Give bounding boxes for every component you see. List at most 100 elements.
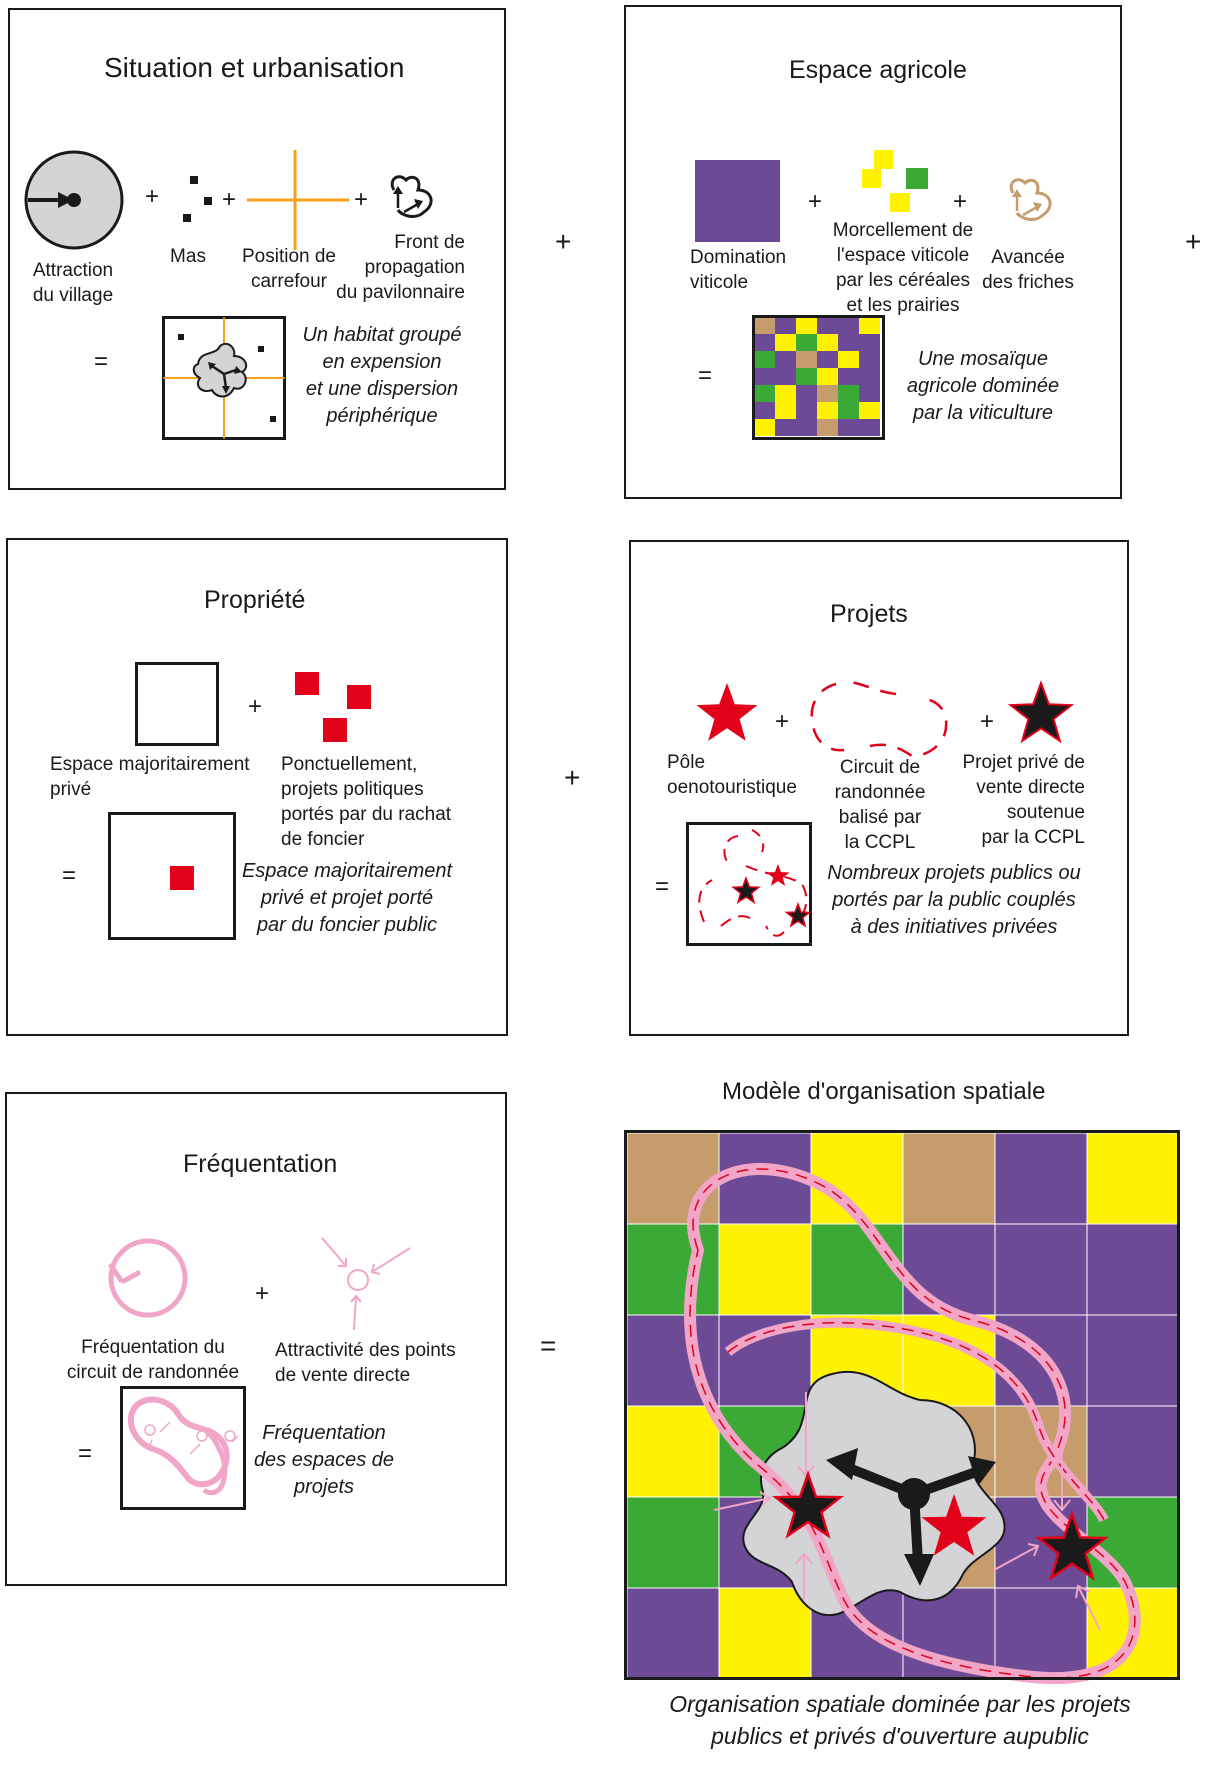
pole-oenotouristique-star — [696, 683, 758, 741]
mosaic-cell — [775, 419, 796, 436]
mosaic-cell — [775, 351, 796, 368]
projet-prive-star — [1007, 680, 1075, 744]
mas-icon — [183, 176, 212, 222]
mosaic-cell — [817, 419, 838, 436]
mosaic-cell — [859, 385, 880, 402]
village-blob — [742, 1370, 1006, 1617]
mosaic-cell — [796, 351, 817, 368]
mosaic-cell — [817, 317, 838, 334]
attractivite-points-icon — [321, 1237, 411, 1331]
panel-frequentation — [5, 1092, 507, 1586]
mosaic-cell — [775, 334, 796, 351]
mosaic-cell — [994, 1132, 1088, 1225]
mosaic-cell — [626, 1132, 720, 1225]
mosaic-cell — [817, 402, 838, 419]
equals-sign: = — [78, 1440, 93, 1467]
mosaic-cell — [838, 419, 859, 436]
plus-sign: + — [564, 762, 581, 793]
equals-sign: = — [62, 862, 77, 889]
expansion-arrows — [826, 1448, 996, 1586]
circuit-randonnee-icon — [810, 680, 948, 758]
mosaic-cell — [796, 334, 817, 351]
label-attraction-village: Attraction du village — [32, 260, 114, 306]
mosaic-cell — [1086, 1132, 1180, 1225]
mosaic-cell — [838, 351, 859, 368]
mosaic-cell — [838, 368, 859, 385]
label-morcellement: Morcellement de l'espace viticole par le… — [832, 220, 974, 316]
avancee-friches-icon — [1009, 178, 1052, 221]
projet-prive-star — [1035, 1510, 1109, 1581]
result-propriete: Espace majoritairement privé et projet p… — [241, 860, 453, 936]
label-front-propagation: Front de propagation du pavilonnaire — [336, 232, 465, 303]
panel-propriete — [6, 538, 508, 1036]
pole-oenotouristique-star — [921, 1494, 987, 1556]
mosaic-cell — [1086, 1405, 1180, 1498]
label-mas: Mas — [170, 246, 206, 267]
projets-result-diagram — [686, 822, 812, 946]
mosaic-cell — [902, 1223, 996, 1316]
mosaic-cell — [775, 385, 796, 402]
mosaic-cell — [796, 419, 817, 436]
equals-sign: = — [540, 1330, 557, 1361]
plus-sign: + — [555, 226, 572, 257]
modele-caption: Organisation spatiale dominée par les pr… — [669, 1691, 1131, 1749]
mosaic-cell — [838, 334, 859, 351]
mosaic-cell — [796, 317, 817, 334]
label-ponctuellement: Ponctuellement, projets politiques porté… — [281, 754, 452, 850]
mosaic-cell — [817, 385, 838, 402]
mosaic-cell — [838, 402, 859, 419]
mosaic-cell — [838, 385, 859, 402]
equals-sign: = — [655, 873, 670, 900]
plus-sign: + — [255, 1280, 270, 1307]
plus-sign: + — [980, 708, 995, 735]
mosaic-cell — [859, 402, 880, 419]
plus-sign: + — [775, 708, 790, 735]
mosaic-cell — [754, 368, 775, 385]
plus-sign: + — [953, 188, 968, 215]
mosaic-cell — [1086, 1314, 1180, 1407]
mosaic-cell — [817, 334, 838, 351]
mosaic-cell — [859, 419, 880, 436]
mosaic-cell — [718, 1223, 812, 1316]
label-frequentation-circuit: Fréquentation du circuit de randonnée — [66, 1337, 240, 1383]
mosaic-cell — [810, 1223, 904, 1316]
propriete-result-diagram — [108, 812, 236, 940]
mosaique-agricole-diagram — [752, 315, 885, 440]
mosaic-cell — [775, 317, 796, 334]
foncier-public-squares — [295, 672, 371, 742]
result-situation: Un habitat groupé en expension et une di… — [302, 324, 462, 427]
mosaic-cell — [754, 402, 775, 419]
label-projet-prive: Projet privé de vente directe soutenue p… — [962, 752, 1085, 848]
mosaic-cell — [838, 317, 859, 334]
label-carrefour: Position de carrefour — [241, 246, 336, 292]
equals-sign: = — [94, 348, 109, 375]
mosaic-cell — [754, 419, 775, 436]
projet-prive-star — [772, 1470, 844, 1539]
plus-sign: + — [354, 186, 369, 213]
plus-sign: + — [145, 183, 160, 210]
mosaic-cell — [775, 368, 796, 385]
plus-sign: + — [808, 188, 823, 215]
mosaic-cell — [796, 385, 817, 402]
label-avancee-friches: Avancée des friches — [982, 247, 1074, 293]
mosaic-cell — [796, 402, 817, 419]
label-circuit-randonnee: Circuit de randonnée balisé par la CCPL — [834, 757, 926, 853]
plus-sign: + — [1185, 226, 1202, 257]
mosaic-cell — [626, 1405, 720, 1498]
mosaic-cell — [859, 351, 880, 368]
mosaic-cell — [754, 317, 775, 334]
result-agricole: Une mosaïque agricole dominée par la vit… — [906, 348, 1060, 424]
mosaic-cell — [1086, 1223, 1180, 1316]
morcellement-icon — [862, 150, 928, 212]
label-attractivite: Attractivité des points de vente directe — [275, 1340, 456, 1386]
label-espace-prive: Espace majoritairement privé — [50, 754, 250, 800]
mosaic-cell — [754, 351, 775, 368]
panel-title-situation: Situation et urbanisation — [104, 52, 405, 83]
mosaic-cell — [775, 402, 796, 419]
front-propagation-icon — [390, 175, 433, 218]
plus-sign: + — [248, 693, 263, 720]
mosaic-cell — [626, 1223, 720, 1316]
mosaic-cell — [859, 317, 880, 334]
panel-projets — [629, 540, 1129, 1036]
attraction-village-icon — [24, 150, 124, 250]
